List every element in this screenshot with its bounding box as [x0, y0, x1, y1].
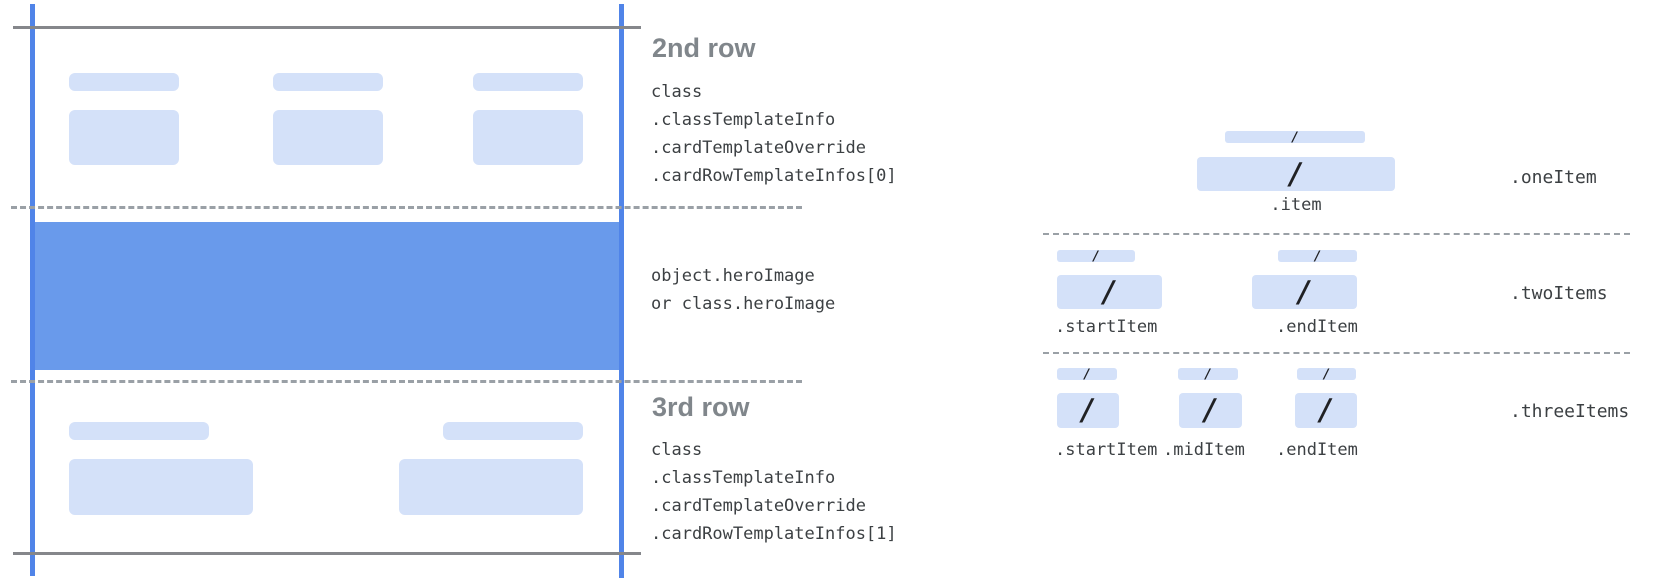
text-placeholder-slash: /: [1100, 274, 1119, 309]
three-items-start-value-bar: /: [1057, 393, 1119, 428]
code-line: .classTemplateInfo: [651, 468, 836, 488]
three-items-mid-label-bar: /: [1178, 366, 1238, 382]
code-line: .cardTemplateOverride: [651, 496, 866, 516]
text-placeholder-slash: /: [1092, 248, 1100, 264]
three-items-group-label: .threeItems: [1510, 401, 1630, 422]
three-items-end-value-bar: /: [1295, 393, 1357, 428]
row2-col1-label-bar: [69, 73, 179, 91]
three-items-end-label-bar: /: [1297, 366, 1356, 382]
two-items-start-value-bar: /: [1057, 275, 1162, 309]
two-items-end-label-bar: /: [1278, 248, 1357, 264]
three-items-mid-value-bar: /: [1179, 393, 1242, 428]
one-item-value-bar: /: [1197, 157, 1395, 191]
code-line: object.heroImage: [651, 266, 815, 286]
row3-code-block: class .classTemplateInfo .cardTemplateOv…: [651, 436, 897, 548]
code-line: .cardRowTemplateInfos[0]: [651, 166, 897, 186]
text-placeholder-slash: /: [1083, 366, 1091, 382]
row2-heading: 2nd row: [652, 33, 756, 63]
three-items-start-label: .startItem: [1055, 440, 1158, 460]
row3-heading: 3rd row: [652, 392, 750, 422]
text-placeholder-slash: /: [1201, 393, 1220, 427]
hero-image-band: [35, 222, 619, 370]
card-left-margin-line: [30, 4, 35, 576]
code-line: class: [651, 82, 703, 102]
one-item-field-label: .item: [1270, 195, 1322, 215]
card-top-boundary-line: [13, 26, 641, 29]
hero-code-block: object.heroImage or class.heroImage: [651, 262, 835, 318]
three-items-mid-label: .midItem: [1163, 440, 1245, 460]
row2-col3-value-box: [473, 110, 583, 165]
text-placeholder-slash: /: [1317, 393, 1335, 427]
text-placeholder-slash: /: [1079, 393, 1097, 427]
three-items-start-label-bar: /: [1057, 366, 1117, 382]
row2-col2-value-box: [273, 110, 383, 165]
three-items-end-label: .endItem: [1276, 440, 1358, 460]
row3-end-label-bar: [443, 422, 583, 440]
text-placeholder-slash: /: [1313, 248, 1322, 264]
row2-hero-dashed-divider: [11, 206, 802, 209]
two-items-end-value-bar: /: [1252, 275, 1357, 309]
card-bottom-boundary-line: [13, 552, 641, 555]
row3-start-label-bar: [69, 422, 209, 440]
one-two-dashed-divider: [1043, 233, 1630, 235]
code-line: or class.heroImage: [651, 294, 836, 314]
hero-row3-dashed-divider: [11, 380, 802, 383]
two-items-start-label: .startItem: [1055, 317, 1158, 337]
text-placeholder-slash: /: [1287, 156, 1305, 191]
two-items-group-label: .twoItems: [1510, 283, 1608, 304]
text-placeholder-slash: /: [1204, 366, 1212, 382]
one-item-group-label: .oneItem: [1510, 167, 1597, 188]
text-placeholder-slash: /: [1291, 129, 1299, 145]
two-items-start-label-bar: /: [1057, 248, 1135, 264]
row3-start-value-box: [69, 459, 253, 515]
two-three-dashed-divider: [1043, 352, 1630, 354]
card-right-margin-line: [619, 4, 624, 578]
one-item-label-bar: /: [1225, 129, 1365, 145]
code-line: .cardTemplateOverride: [651, 138, 866, 158]
row2-code-block: class .classTemplateInfo .cardTemplateOv…: [651, 78, 897, 190]
code-line: .classTemplateInfo: [651, 110, 836, 130]
two-items-end-label: .endItem: [1276, 317, 1358, 337]
row2-col2-label-bar: [273, 73, 383, 91]
text-placeholder-slash: /: [1322, 366, 1331, 382]
row3-end-value-box: [399, 459, 583, 515]
text-placeholder-slash: /: [1295, 274, 1314, 309]
code-line: .cardRowTemplateInfos[1]: [651, 524, 897, 544]
code-line: class: [651, 440, 703, 460]
row2-col3-label-bar: [473, 73, 583, 91]
row2-col1-value-box: [69, 110, 179, 165]
